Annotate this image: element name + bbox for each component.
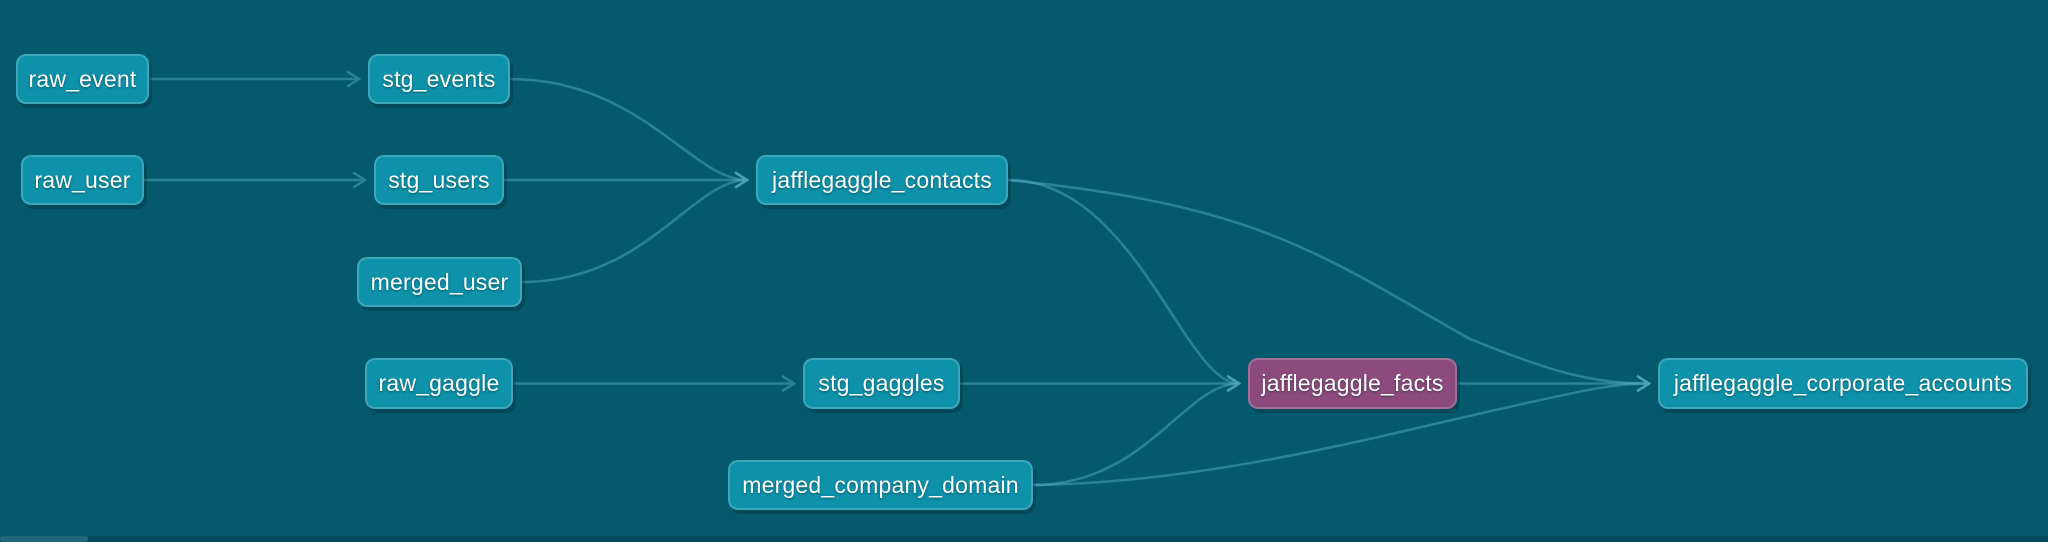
horizontal-scrollbar-thumb[interactable]	[0, 536, 88, 542]
node-jafflegaggle_facts[interactable]: jafflegaggle_facts	[1248, 358, 1457, 409]
horizontal-scrollbar[interactable]	[0, 536, 2048, 542]
edge-jafflegaggle_contacts-to-jafflegaggle_corporate_accounts	[1007, 178, 1649, 384]
node-jafflegaggle_contacts[interactable]: jafflegaggle_contacts	[756, 155, 1008, 205]
node-stg_gaggles[interactable]: stg_gaggles	[803, 358, 960, 409]
node-merged_company_domain[interactable]: merged_company_domain	[728, 460, 1033, 510]
node-raw_user[interactable]: raw_user	[21, 155, 144, 205]
edge-merged_company_domain-to-jafflegaggle_corporate_accounts	[1032, 384, 1649, 487]
node-raw_gaggle[interactable]: raw_gaggle	[365, 358, 513, 409]
node-jafflegaggle_corporate_accounts[interactable]: jafflegaggle_corporate_accounts	[1658, 358, 2028, 409]
edge-merged_company_domain-to-jafflegaggle_facts	[1032, 384, 1239, 487]
node-merged_user[interactable]: merged_user	[357, 257, 522, 307]
node-stg_events[interactable]: stg_events	[368, 54, 510, 104]
edge-merged_user-to-jafflegaggle_contacts	[521, 180, 747, 284]
node-stg_users[interactable]: stg_users	[374, 155, 504, 205]
edge-jafflegaggle_contacts-to-jafflegaggle_facts	[1007, 178, 1239, 384]
node-raw_event[interactable]: raw_event	[16, 54, 149, 104]
edge-stg_events-to-jafflegaggle_contacts	[509, 77, 747, 180]
